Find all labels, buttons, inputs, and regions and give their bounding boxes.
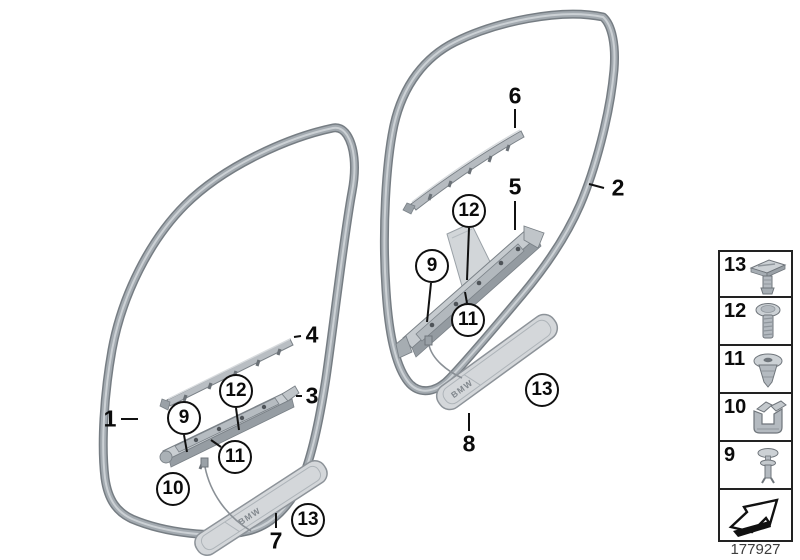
legend-item-13[interactable]: 13: [718, 250, 793, 298]
callout-8[interactable]: 8: [462, 430, 476, 457]
push-rivet-icon: [757, 448, 779, 484]
expanding-rivet-icon: [749, 259, 787, 295]
fastener-legend: 13 12: [718, 250, 793, 542]
legend-label-11: 11: [724, 348, 746, 370]
rear-upper-trim-strip: [402, 129, 525, 215]
legend-label-10: 10: [724, 396, 747, 418]
front-sill-plate: BMW: [194, 460, 328, 556]
legend-item-9[interactable]: 9: [718, 442, 793, 490]
screw-icon: [755, 303, 781, 339]
callout-7[interactable]: 7: [269, 527, 283, 554]
legend-item-direction[interactable]: [718, 490, 793, 542]
callout-6[interactable]: 6: [508, 82, 522, 109]
direction-arrow-icon: [728, 498, 779, 537]
circled-callout-9-front[interactable]: 9: [167, 401, 201, 435]
circled-callout-13-rear[interactable]: 13: [525, 373, 559, 407]
circled-callout-11-rear[interactable]: 11: [451, 303, 485, 337]
circled-callout-13-front[interactable]: 13: [291, 503, 325, 537]
legend-item-10[interactable]: 10: [718, 394, 793, 442]
callout-1[interactable]: 1: [103, 405, 117, 432]
front-sill-carrier: [159, 385, 300, 470]
grommet-icon: [753, 353, 783, 388]
callout-5[interactable]: 5: [508, 173, 522, 200]
circled-callout-9-rear[interactable]: 9: [415, 249, 449, 283]
legend-label-9: 9: [724, 444, 736, 466]
circled-callout-12-rear[interactable]: 12: [452, 194, 486, 228]
legend-item-12[interactable]: 12: [718, 298, 793, 346]
circled-callout-12-front[interactable]: 12: [219, 374, 253, 408]
legend-label-12: 12: [724, 300, 747, 322]
rear-sill-carrier: [395, 222, 545, 359]
callout-3[interactable]: 3: [305, 382, 319, 409]
drawing-number: 177927: [730, 541, 781, 558]
circled-callout-10-front[interactable]: 10: [156, 472, 190, 506]
legend-label-13: 13: [724, 254, 747, 276]
circled-callout-11-front[interactable]: 11: [218, 440, 252, 474]
sill-plate-wire-front: [200, 457, 252, 532]
rear-door-seal: [379, 9, 619, 396]
rear-sill-plate: BMW: [435, 313, 559, 411]
legend-item-11[interactable]: 11: [718, 346, 793, 394]
callout-4[interactable]: 4: [305, 321, 319, 348]
sill-plate-wire-rear: [424, 335, 463, 379]
clamp-icon: [753, 400, 787, 434]
callout-2[interactable]: 2: [611, 174, 625, 201]
leader-lines: [121, 109, 605, 528]
